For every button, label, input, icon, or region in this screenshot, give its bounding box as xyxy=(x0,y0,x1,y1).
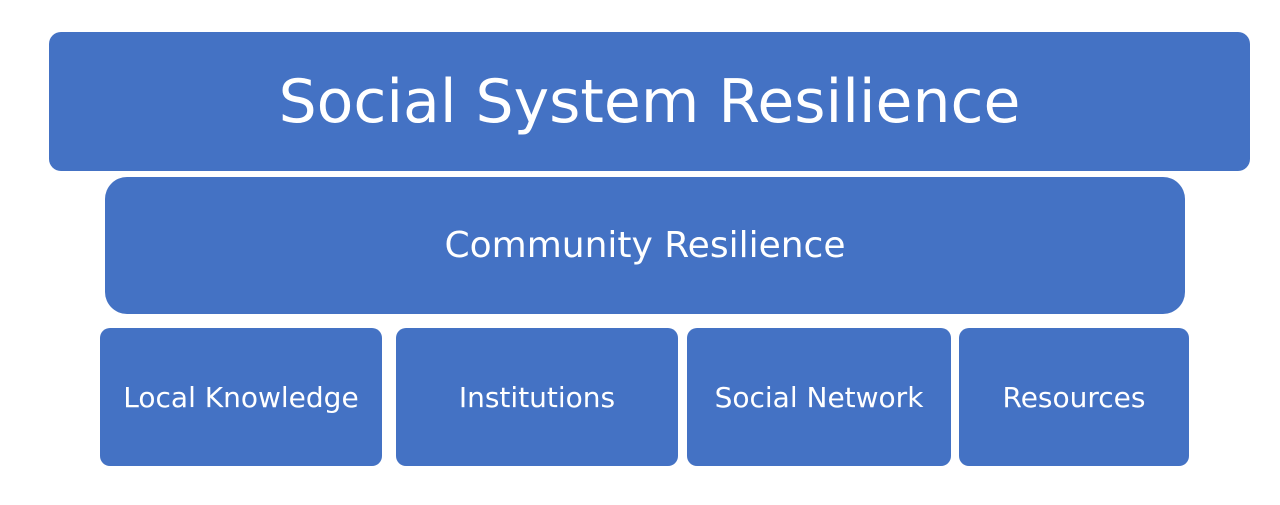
social-network-box: Social Network xyxy=(687,328,951,466)
community-resilience-label: Community Resilience xyxy=(444,225,846,266)
social-network-label: Social Network xyxy=(714,380,924,414)
community-resilience-box: Community Resilience xyxy=(105,177,1185,314)
resources-box: Resources xyxy=(959,328,1189,466)
institutions-label: Institutions xyxy=(458,380,616,414)
social-system-resilience-box: Social System Resilience xyxy=(49,32,1250,171)
local-knowledge-box: Local Knowledge xyxy=(100,328,382,466)
resources-label: Resources xyxy=(1002,380,1146,414)
local-knowledge-label: Local Knowledge xyxy=(123,380,359,414)
institutions-box: Institutions xyxy=(396,328,678,466)
social-system-resilience-label: Social System Resilience xyxy=(278,66,1021,137)
